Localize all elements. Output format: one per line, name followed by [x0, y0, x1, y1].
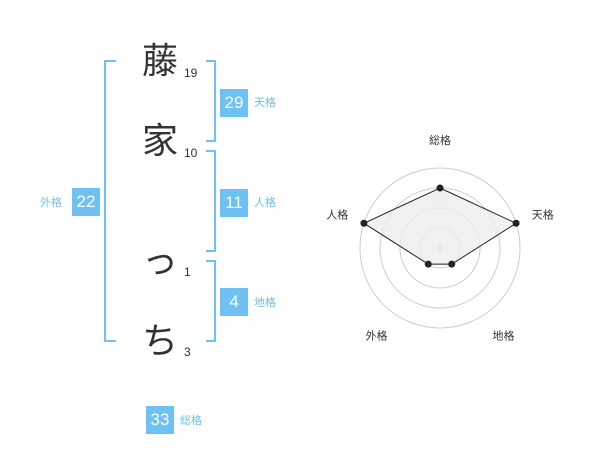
radar-point	[436, 184, 444, 192]
stroke-count-4: 3	[184, 345, 191, 359]
radar-point	[448, 260, 456, 268]
radar-axis-label: 外格	[366, 328, 388, 342]
radar-point	[424, 260, 432, 268]
radar-series	[360, 184, 520, 268]
gaikaku-score: 22	[72, 188, 100, 216]
name-char-2: 家	[141, 121, 178, 162]
radar-point	[512, 219, 520, 227]
gaikaku-bracket	[104, 60, 116, 342]
chikaku-score: 4	[220, 288, 248, 316]
radar-point	[360, 219, 368, 227]
jinkaku-bracket	[206, 150, 216, 252]
name-char-3: っ	[141, 241, 178, 282]
stroke-count-2: 10	[184, 146, 198, 160]
jinkaku-score: 11	[220, 189, 248, 217]
radar-axis-label: 総格	[429, 133, 451, 147]
stroke-count-3: 1	[184, 265, 191, 279]
radar-axis-label: 人格	[326, 208, 348, 222]
tenkaku-bracket	[206, 60, 216, 142]
radar-axis-label: 地格	[492, 328, 514, 342]
tenkaku-label: 天格	[254, 96, 276, 109]
radar-series-polygon	[362, 187, 518, 265]
radar-axis-label: 天格	[532, 208, 554, 222]
tenkaku-score: 29	[220, 89, 248, 117]
chikaku-label: 地格	[254, 296, 276, 309]
gaikaku-label: 外格	[40, 196, 62, 209]
name-char-4: ち	[141, 321, 178, 362]
soukaku-label: 総格	[180, 414, 202, 427]
name-char-1: 藤	[141, 41, 178, 82]
stroke-count-1: 19	[184, 66, 198, 80]
jinkaku-label: 人格	[254, 196, 276, 209]
soukaku-score: 33	[146, 406, 174, 434]
chikaku-bracket	[206, 260, 216, 342]
